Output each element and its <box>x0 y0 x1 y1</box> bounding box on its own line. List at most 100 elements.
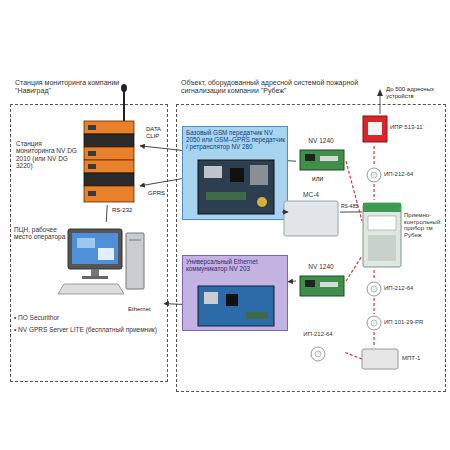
node-text: • NV GPRS Server LITE (бесплатный приемн… <box>14 326 160 333</box>
connector <box>140 146 182 151</box>
pcb <box>198 160 274 214</box>
loop-wire <box>373 184 374 200</box>
panel-body <box>363 203 401 267</box>
smoke-detector <box>311 347 325 361</box>
monitor-stand <box>91 269 99 276</box>
node-text: Базовый GSM передатчик NV 2050 или GSM–G… <box>186 129 286 150</box>
node-text: NV 1240 <box>296 137 346 144</box>
monitor-frame <box>68 229 122 269</box>
edge-label: DATA CLIP <box>146 126 172 139</box>
screen-window <box>98 248 114 260</box>
loop-wire <box>373 270 374 280</box>
detector-center <box>371 172 377 178</box>
pcb-chip <box>305 154 315 161</box>
connector <box>140 179 182 186</box>
antenna <box>121 84 127 121</box>
detector-center <box>315 351 321 357</box>
node-text: Приемно-контрольный прибор тм Рубеж <box>404 212 448 239</box>
node-text: ПЦН, рабочее место оператора <box>14 226 66 241</box>
pcb-battery <box>257 197 267 207</box>
station-module <box>84 173 134 186</box>
heat-detector <box>367 316 381 330</box>
node-text: ИП-212-64 <box>384 285 446 292</box>
pcb-component <box>250 165 268 185</box>
loop-wire <box>373 332 374 346</box>
node-text: ИП-212-64 <box>292 331 344 338</box>
station-stack <box>84 121 134 202</box>
leader-arrowhead <box>377 89 383 96</box>
operator-computer <box>58 229 144 294</box>
station-slot <box>88 164 96 169</box>
detector-center <box>371 320 377 326</box>
node-text: Универсальный Ethernet коммуникатор NV 2… <box>186 258 286 272</box>
edge-label: RS-232 <box>112 207 142 214</box>
panel-header <box>363 203 401 212</box>
pcb-component <box>204 166 222 178</box>
panel-keypad <box>368 235 396 261</box>
rj45-port <box>204 292 218 304</box>
node-text: Станция мониторинга NV DG 2010 (или NV D… <box>16 140 80 169</box>
connector <box>106 205 107 222</box>
station-slot <box>88 191 96 196</box>
region-heading: Объект, оборудованный адресной системой … <box>181 79 381 95</box>
antenna-mast <box>123 88 125 121</box>
pcb <box>198 286 274 326</box>
extinguishing-module <box>362 349 398 369</box>
edge-label: GPRS <box>148 190 174 197</box>
pcb-terminal <box>320 282 338 287</box>
keyboard <box>58 284 124 294</box>
pcb <box>300 276 344 296</box>
gsm-board <box>198 160 274 214</box>
node-text: МПТ-1 <box>402 355 446 362</box>
node-text: ИПР 513-11 <box>390 124 446 131</box>
connector <box>340 211 362 212</box>
pcb-terminal <box>206 192 246 200</box>
connector <box>288 160 296 161</box>
connector <box>282 212 288 213</box>
nv1240-board <box>300 276 344 296</box>
antenna-tip <box>121 84 127 92</box>
loop-wire <box>344 352 362 359</box>
nv1240-board <box>300 150 344 170</box>
loop-wire <box>373 146 374 166</box>
loop-wire <box>346 256 362 281</box>
pcb <box>300 150 344 170</box>
connector <box>288 281 296 283</box>
pcb-chip <box>230 168 244 182</box>
pc-drive <box>129 240 141 241</box>
control-panel <box>363 203 401 267</box>
leader-line <box>380 94 381 114</box>
node-text: МС-4 <box>282 191 340 198</box>
station-module <box>84 160 134 173</box>
ethernet-board <box>198 286 274 326</box>
detector-center <box>371 286 377 292</box>
monitor-base <box>82 276 108 279</box>
edge-label: Ethernet <box>128 306 162 313</box>
station-module <box>84 147 134 160</box>
station-module <box>84 134 134 147</box>
edge-label: RS-485 <box>341 204 363 210</box>
pc-tower <box>126 233 144 289</box>
call-point <box>363 116 387 142</box>
region-box: Объект, оборудованный адресной системой … <box>176 104 446 392</box>
station-slot <box>88 125 96 130</box>
node-text: NV 1240 <box>296 263 346 270</box>
node-text: ИП 101-29-PR <box>384 319 446 326</box>
connector <box>164 303 182 305</box>
note-label: или <box>312 175 336 182</box>
monitor-screen <box>72 233 118 264</box>
node-text: ИП-212-64 <box>384 171 446 178</box>
pcb-terminal <box>320 156 338 161</box>
panel-screen <box>368 216 396 230</box>
loop-wire <box>373 298 374 314</box>
region-heading: Станция мониторинга компании "Навиград" <box>15 79 127 95</box>
pcb-terminal <box>246 312 268 319</box>
pcb-chip <box>226 294 238 306</box>
station-module <box>84 186 134 202</box>
screen-window <box>77 238 95 248</box>
station-slot <box>88 151 96 156</box>
station-module <box>84 121 134 134</box>
